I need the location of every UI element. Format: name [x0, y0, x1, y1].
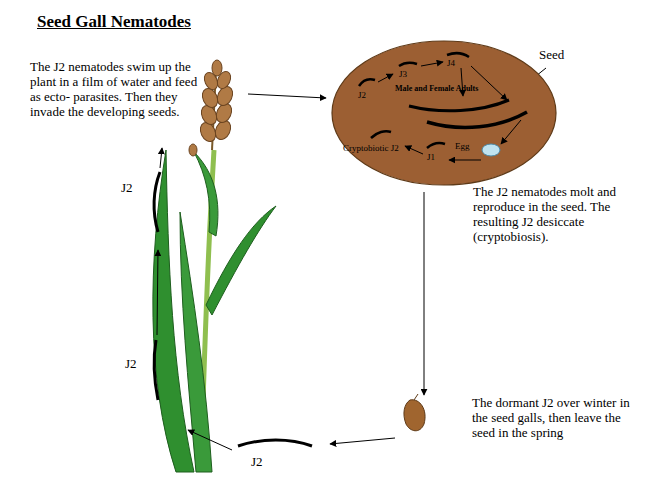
stage-note: The J2 nematodes swim up the plant in a …: [30, 60, 208, 120]
stage-label: J2: [358, 91, 366, 100]
seed-node: SeedJ2J3J4Male and Female AdultsCryptobi…: [331, 40, 557, 186]
stage-label: Cryptobiotic J2: [343, 144, 399, 153]
wheat-plant: [153, 60, 276, 472]
stage-label: Male and Female Adults: [395, 85, 478, 93]
seed-outline: [331, 40, 557, 186]
stage-label: J4: [447, 59, 455, 68]
stage-label: J2: [251, 455, 263, 470]
stage-label: J2: [121, 181, 133, 196]
stage-label: J2: [125, 357, 137, 372]
seed-gall: [404, 394, 425, 431]
stage-label: J3: [399, 70, 407, 79]
stage-note: The dormant J2 over winter in the seed g…: [472, 396, 630, 441]
stage-note: The J2 nematodes molt and reproduce in t…: [473, 185, 641, 245]
stage-label: Egg: [455, 142, 470, 151]
stage-label: J1: [427, 153, 435, 162]
seed-label: Seed: [539, 48, 564, 61]
diagram-title: Seed Gall Nematodes: [37, 12, 191, 32]
